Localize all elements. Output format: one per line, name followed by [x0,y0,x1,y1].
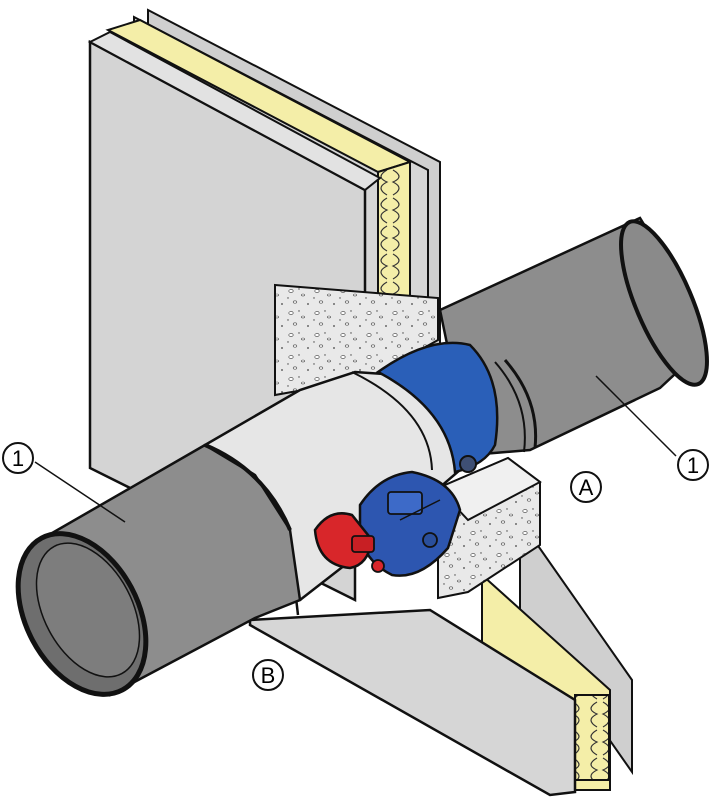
duct-right [438,216,709,457]
sleeve-fixing [459,455,477,473]
callout-side-a-text: A [579,475,594,500]
wall-front-board-edge [87,30,382,192]
leader-line-right [595,375,677,457]
duct-left [15,443,302,697]
insulation-edge-lower [574,694,610,781]
drywall-partition-lower [248,516,633,797]
callout-duct-right-text: 1 [687,453,699,478]
intumescent-sleeve [375,341,499,474]
callout-side-a: A [570,471,602,503]
callout-side-b: B [252,659,284,691]
callout-duct-left-text: 1 [12,446,24,471]
callout-duct-left: 1 [2,442,34,474]
manual-release-handle [313,512,385,573]
callout-side-b-text: B [261,663,276,688]
callout-duct-right: 1 [677,449,709,481]
wall-lower-front [248,608,577,797]
leader-line-left [34,461,126,523]
